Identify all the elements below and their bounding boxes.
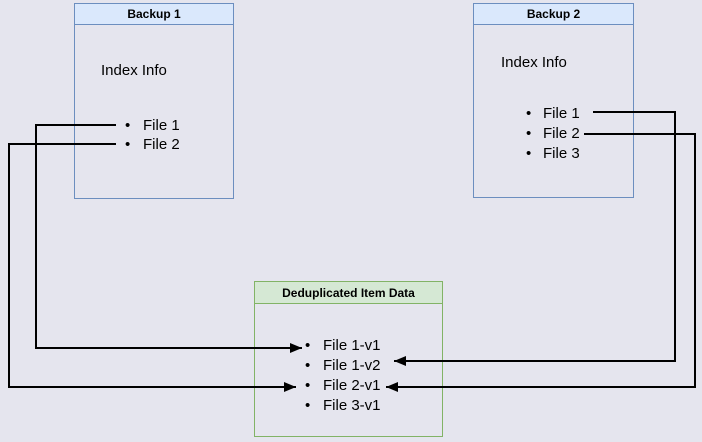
backup1-index-info-label: Index Info [101, 62, 167, 79]
list-item: File 2 [75, 135, 180, 154]
list-item: File 1-v2 [255, 356, 381, 376]
list-item: File 3 [474, 144, 580, 164]
backup2-index-info-label: Index Info [501, 54, 567, 71]
deduplicated-item-data-title: Deduplicated Item Data [255, 282, 442, 304]
backup1-title: Backup 1 [75, 4, 233, 25]
backup2-file-list: File 1 File 2 File 3 [474, 104, 580, 164]
backup2-box: Backup 2 Index Info File 1 File 2 File 3 [473, 3, 634, 198]
deduplicated-item-data-box: Deduplicated Item Data File 1-v1 File 1-… [254, 281, 443, 437]
list-item: File 1-v1 [255, 336, 381, 356]
backup1-file-list: File 1 File 2 [75, 116, 180, 154]
list-item: File 1 [474, 104, 580, 124]
backup2-title: Backup 2 [474, 4, 633, 25]
backup1-box: Backup 1 Index Info File 1 File 2 [74, 3, 234, 199]
list-item: File 3-v1 [255, 396, 381, 416]
list-item: File 2-v1 [255, 376, 381, 396]
list-item: File 2 [474, 124, 580, 144]
list-item: File 1 [75, 116, 180, 135]
dedup-file-list: File 1-v1 File 1-v2 File 2-v1 File 3-v1 [255, 336, 381, 416]
